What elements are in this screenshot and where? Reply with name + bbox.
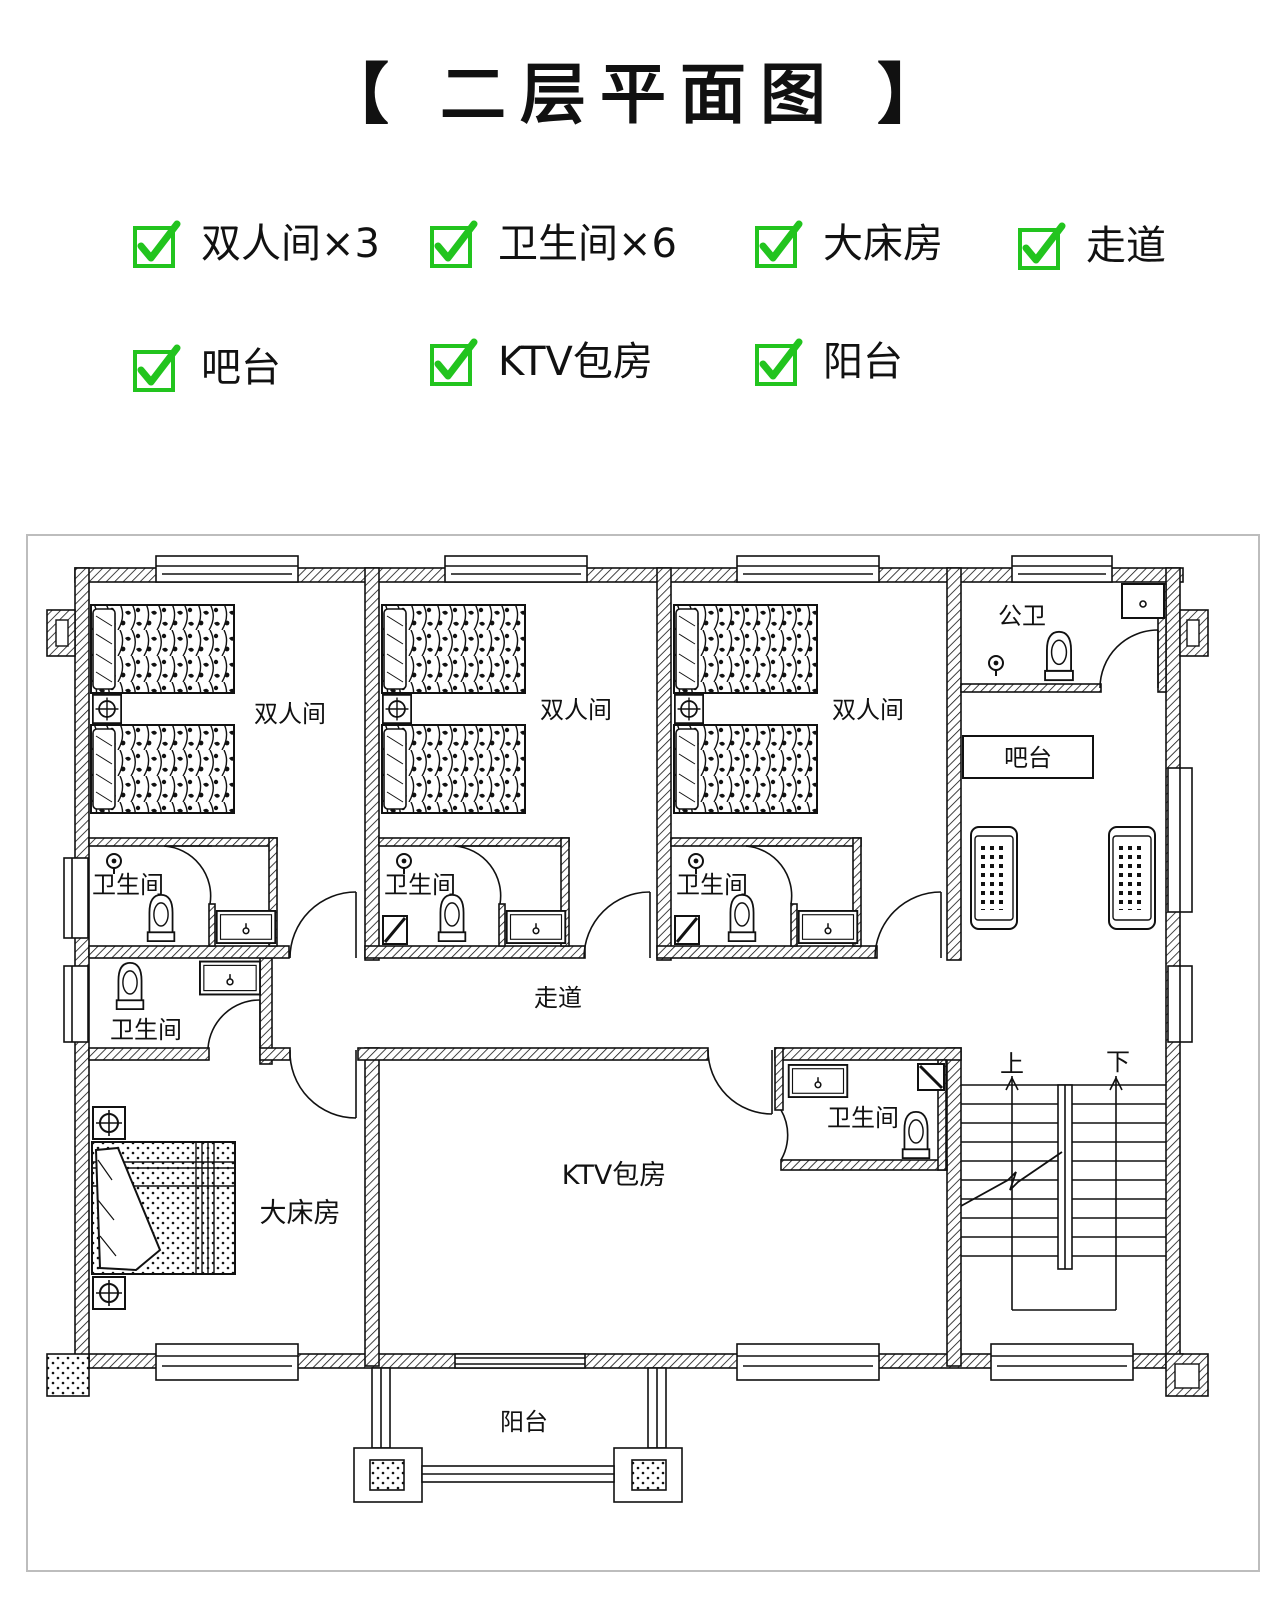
label-corridor: 走道 bbox=[534, 984, 582, 1012]
legend-item-bar: 吧台 bbox=[133, 340, 281, 396]
checkbox-checked-icon bbox=[133, 220, 181, 268]
checkbox-checked-icon bbox=[1018, 222, 1066, 270]
room-labels: 双人间 双人间 双人间 卫生间 卫生间 卫生间 卫生间 卫生间 公卫 吧台 走道… bbox=[92, 602, 1130, 1436]
label-bathroom-3: 卫生间 bbox=[676, 871, 748, 899]
checkbox-checked-icon bbox=[755, 220, 803, 268]
legend-item-corridor: 走道 bbox=[1018, 218, 1166, 274]
windows bbox=[63, 555, 1193, 1381]
legend-item-bathroom: 卫生间×6 bbox=[430, 216, 677, 272]
label-double-room-2: 双人间 bbox=[540, 696, 612, 724]
legend-item-balcony: 阳台 bbox=[755, 334, 903, 390]
legend-item-double-room: 双人间×3 bbox=[133, 216, 380, 272]
label-double-room-1: 双人间 bbox=[254, 700, 326, 728]
king-bed bbox=[91, 1106, 236, 1310]
label-stair-down: 下 bbox=[1106, 1048, 1130, 1076]
label-public-wc: 公卫 bbox=[998, 602, 1046, 630]
legend-label: 卫生间×6 bbox=[498, 221, 677, 267]
checkbox-checked-icon bbox=[755, 338, 803, 386]
legend-label: 走道 bbox=[1086, 223, 1166, 269]
legend-label: 双人间×3 bbox=[201, 221, 380, 267]
label-balcony: 阳台 bbox=[500, 1408, 548, 1436]
legend-label: 大床房 bbox=[823, 221, 943, 267]
label-king-room: 大床房 bbox=[260, 1198, 341, 1229]
label-bar: 吧台 bbox=[1004, 744, 1052, 772]
legend-label: 阳台 bbox=[823, 339, 903, 385]
label-ktv: KTV包房 bbox=[562, 1160, 667, 1191]
legend-label: KTV包房 bbox=[498, 339, 653, 385]
legend-label: 吧台 bbox=[201, 345, 281, 391]
label-bathroom-5: 卫生间 bbox=[827, 1104, 899, 1132]
label-bathroom-2: 卫生间 bbox=[384, 871, 456, 899]
legend-item-ktv: KTV包房 bbox=[430, 334, 653, 390]
corner-column bbox=[46, 1353, 90, 1397]
label-double-room-3: 双人间 bbox=[832, 696, 904, 724]
staircase bbox=[960, 1076, 1166, 1311]
legend-item-king-room: 大床房 bbox=[755, 216, 943, 272]
balcony bbox=[353, 1353, 683, 1503]
checkbox-checked-icon bbox=[430, 220, 478, 268]
floor-plan-frame bbox=[26, 534, 1260, 1572]
double-room-beds bbox=[90, 604, 818, 814]
label-stair-up: 上 bbox=[1000, 1050, 1024, 1078]
checkbox-checked-icon bbox=[133, 344, 181, 392]
doors bbox=[163, 629, 1159, 1161]
bath-fixtures bbox=[106, 583, 1165, 1160]
checkbox-checked-icon bbox=[430, 338, 478, 386]
label-bathroom-4: 卫生间 bbox=[110, 1016, 182, 1044]
page-title: 【 二层平面图 】 bbox=[323, 56, 957, 133]
label-bathroom-1: 卫生间 bbox=[92, 871, 164, 899]
